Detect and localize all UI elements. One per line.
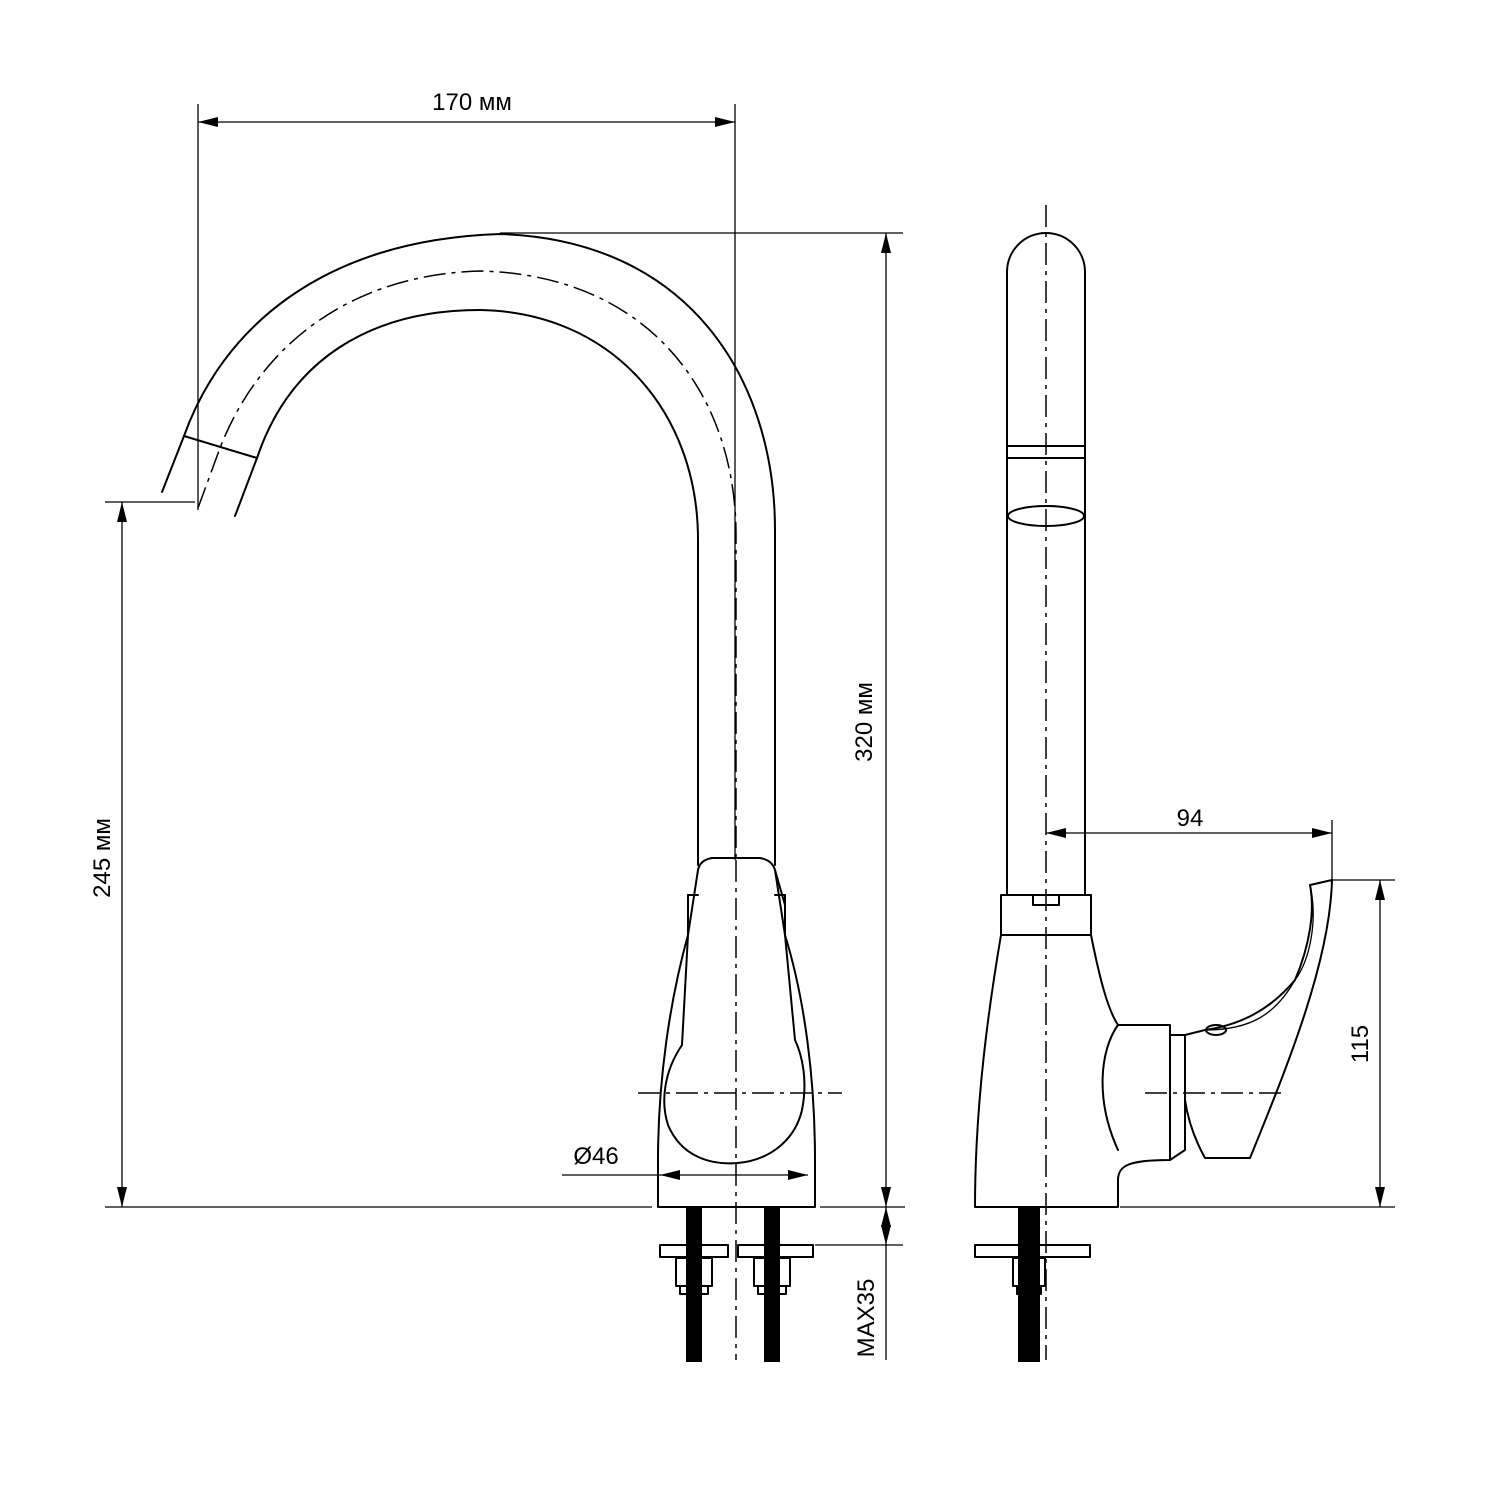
dim-diameter-arrow-right bbox=[788, 1170, 808, 1180]
dim-diameter-arrow-left bbox=[660, 1170, 680, 1180]
body-front-face bbox=[663, 869, 806, 1165]
side-mounting-nut-base bbox=[1016, 1285, 1042, 1295]
dimension-labels: 170 мм 320 мм 245 мм Ø46 MAX35 94 115 bbox=[89, 89, 1374, 1357]
label-base-diameter: Ø46 bbox=[573, 1143, 618, 1170]
dim-115-arrow-top bbox=[1375, 880, 1385, 900]
side-handle-lever bbox=[1184, 879, 1333, 1159]
dim-170-arrow-right bbox=[715, 117, 735, 127]
aerator-ring-line bbox=[183, 435, 258, 459]
label-max-countertop: MAX35 bbox=[853, 1279, 880, 1358]
spout-inner-contour bbox=[234, 309, 699, 866]
mounting-nut-left-base bbox=[679, 1285, 709, 1295]
side-handle-inner bbox=[1204, 884, 1314, 1031]
side-mounting-stud bbox=[1018, 1207, 1040, 1362]
front-view bbox=[161, 233, 842, 1362]
side-body-contour bbox=[974, 934, 1171, 1208]
label-handle-height: 115 bbox=[1347, 1025, 1374, 1063]
mounting-stud-left bbox=[686, 1207, 702, 1362]
dim-170-arrow-left bbox=[198, 117, 218, 127]
body-top-cap bbox=[697, 857, 786, 906]
mounting-stud-right bbox=[764, 1207, 780, 1362]
dim-320-arrow-bottom bbox=[881, 1187, 891, 1207]
dim-94-arrow-right bbox=[1312, 828, 1332, 838]
dim-max-arrow-bottom bbox=[881, 1225, 891, 1245]
label-total-height: 320 мм bbox=[851, 682, 878, 762]
side-view bbox=[974, 205, 1333, 1362]
side-set-screw bbox=[1032, 894, 1060, 906]
dimension-lines bbox=[105, 104, 1395, 1360]
side-handle-screw bbox=[1205, 1024, 1227, 1036]
body-ridge-left bbox=[687, 869, 699, 936]
side-cartridge-stem bbox=[1169, 1034, 1186, 1161]
label-spout-height: 245 мм bbox=[89, 818, 116, 898]
label-handle-offset: 94 bbox=[1177, 805, 1204, 832]
dim-94-arrow-left bbox=[1046, 828, 1066, 838]
label-spout-reach: 170 мм bbox=[432, 89, 512, 116]
spout-centerline bbox=[197, 270, 737, 860]
dim-320-arrow-top bbox=[881, 233, 891, 253]
dim-max-arrow-top bbox=[881, 1207, 891, 1227]
mounting-nut-right-base bbox=[757, 1285, 787, 1295]
dim-245-arrow-top bbox=[117, 502, 127, 522]
dim-245-arrow-bottom bbox=[117, 1187, 127, 1207]
side-body-recess bbox=[1101, 1024, 1119, 1151]
dim-115-arrow-bottom bbox=[1375, 1187, 1385, 1207]
spout-outer-contour bbox=[161, 233, 776, 866]
body-ridge-right bbox=[774, 869, 786, 936]
